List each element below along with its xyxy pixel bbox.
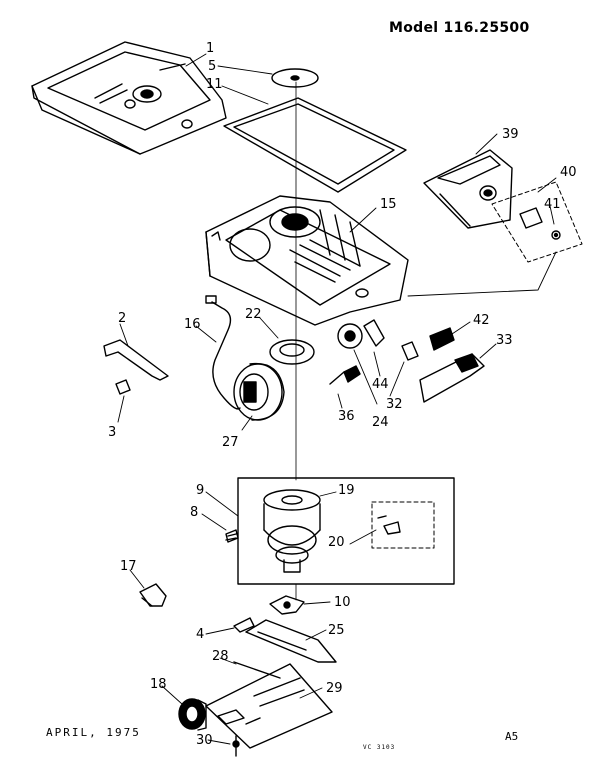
label-part-9: 9 [196, 483, 205, 498]
part-5-filter-pad [271, 68, 319, 88]
part-33-handle [419, 353, 485, 403]
part-25-plate [245, 619, 337, 663]
part-18-wheel [178, 698, 207, 731]
part-42-switch [429, 327, 455, 351]
part-39-bag-holder [423, 149, 513, 229]
label-part-41: 41 [544, 197, 561, 212]
label-part-1: 1 [206, 41, 215, 56]
label-part-28: 28 [212, 649, 229, 664]
leader-lines [117, 53, 557, 745]
label-part-39: 39 [502, 127, 519, 142]
part-22-ring [269, 339, 315, 365]
part-16-cord [205, 295, 241, 410]
part-28-rod [233, 661, 281, 679]
part-10-bracket [269, 595, 305, 615]
label-part-4: 4 [196, 627, 205, 642]
motor-assembly-box [237, 477, 455, 585]
part-29-base-plate [205, 663, 333, 749]
label-part-17: 17 [120, 559, 137, 574]
part-4-pad [233, 617, 255, 633]
part-3-clip [115, 379, 131, 395]
label-part-18: 18 [150, 677, 167, 692]
label-part-30: 30 [196, 733, 213, 748]
label-part-20: 20 [328, 535, 345, 550]
label-part-44: 44 [372, 377, 389, 392]
part-15-housing [205, 195, 409, 326]
label-part-19: 19 [338, 483, 355, 498]
label-part-36: 36 [338, 409, 355, 424]
label-part-27: 27 [222, 435, 239, 450]
part-8-spring [225, 529, 239, 543]
label-part-40: 40 [560, 165, 577, 180]
part-27-cord-reel [233, 362, 285, 421]
part-44-clip [363, 319, 385, 347]
label-part-10: 10 [334, 595, 351, 610]
label-part-33: 33 [496, 333, 513, 348]
part-36-plug [329, 365, 361, 385]
footer-code: VC 3103 [363, 744, 396, 751]
label-part-11: 11 [206, 77, 223, 92]
label-part-15: 15 [380, 197, 397, 212]
part-30-screw [232, 735, 240, 757]
part-17-switch-block [139, 583, 167, 607]
part-40-bracket-box [491, 181, 583, 263]
footer-date: APRIL, 1975 [46, 726, 141, 739]
part-24-fan [337, 323, 363, 349]
part-11-gasket [223, 97, 407, 193]
footer-page-number: A5 [505, 730, 519, 743]
label-part-5: 5 [208, 59, 217, 74]
part-2-bracket [103, 339, 169, 381]
label-part-25: 25 [328, 623, 345, 638]
label-part-2: 2 [118, 311, 127, 326]
part-32-latch [401, 341, 419, 361]
label-part-3: 3 [108, 425, 117, 440]
model-title: Model 116.25500 [389, 20, 530, 36]
part-41-nut [519, 207, 561, 240]
label-part-22: 22 [245, 307, 262, 322]
label-part-42: 42 [473, 313, 490, 328]
part-1-top-cover [31, 41, 227, 155]
label-part-24: 24 [372, 415, 389, 430]
label-part-32: 32 [386, 397, 403, 412]
label-part-29: 29 [326, 681, 343, 696]
label-part-16: 16 [184, 317, 201, 332]
label-part-8: 8 [190, 505, 199, 520]
